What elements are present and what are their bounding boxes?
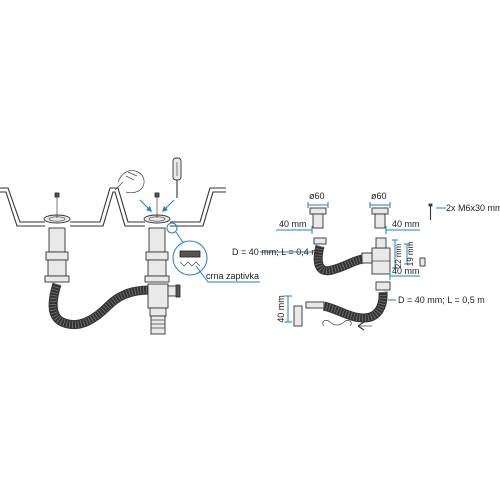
hose-upper-part [260, 237, 373, 276]
hand-icon [114, 170, 145, 194]
right-drain-strainer [143, 192, 171, 283]
length-tee-label: 40 mm [392, 266, 420, 276]
gasket-detail [166, 222, 260, 283]
diameter-right-label: ø60 [371, 191, 387, 201]
hose-lower-part [322, 281, 396, 323]
screwdriver-icon [172, 157, 182, 198]
diameter-left-label: ø60 [309, 191, 325, 201]
tightening-arrows [139, 199, 175, 212]
length-left-label: 40 mm [279, 219, 307, 229]
length-vertical-label: 40 mm [276, 295, 286, 323]
outlet-left-part [276, 202, 329, 234]
outlet-right-part [369, 202, 420, 234]
sink-outline [0, 187, 226, 227]
short-pipe-part [284, 295, 325, 327]
left-drain-strainer [43, 192, 71, 283]
siphon-assembly-left [48, 282, 181, 335]
dim-19-label: 19 mm [406, 241, 415, 266]
hose-upper-label: D = 40 mm; L = 0,4 m [232, 247, 319, 257]
screws-label: 2x M6x30 mm [446, 203, 500, 213]
hose-lower-label: D = 40 mm; L = 0,5 m [398, 295, 485, 305]
gasket-label: crna zaptivka [206, 271, 259, 281]
hook-clip-part [322, 320, 372, 331]
tee-part [361, 237, 426, 280]
screw-icon [428, 203, 446, 220]
dim-22-label: 22 mm [394, 243, 403, 268]
length-right-label: 40 mm [392, 219, 420, 229]
